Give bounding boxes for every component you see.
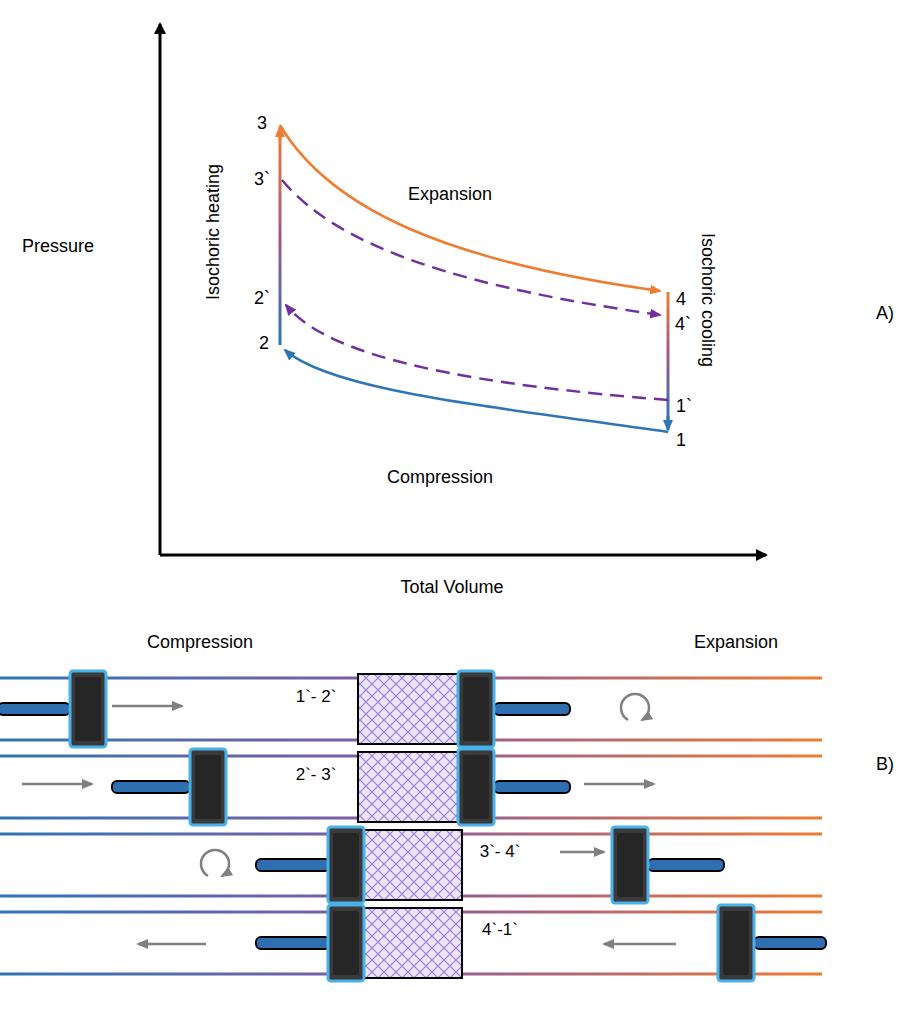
label-text: Pressure [22, 237, 94, 257]
pistons [70, 671, 754, 981]
piston-rods [0, 703, 826, 949]
dashed-cycle [282, 180, 668, 400]
label-text: 2`- 3` [296, 766, 337, 785]
pv-cycle [279, 125, 670, 432]
regenerators [358, 674, 462, 978]
label-text: 2 [259, 334, 269, 354]
label-text: 1`- 2` [296, 688, 337, 707]
label-text: 1` [676, 397, 692, 417]
label-text: Expansion [694, 633, 778, 653]
label-text: 4`-1` [482, 921, 518, 940]
label-text: Expansion [408, 185, 492, 205]
label-text: Compression [387, 468, 493, 488]
label-text: Total Volume [400, 578, 503, 598]
label-text: A) [876, 304, 894, 324]
motion-arrows [22, 694, 676, 944]
label-text: Compression [147, 633, 253, 653]
axes [160, 24, 766, 555]
label-text: 3`- 4` [480, 843, 521, 862]
label-text: Isochoric cooling [697, 233, 717, 367]
label-text: B) [876, 755, 894, 775]
label-text: 4` [675, 315, 691, 335]
label-text: 2` [254, 289, 270, 309]
label-text: Isochoric heating [204, 164, 224, 300]
label-text: 4 [676, 290, 686, 310]
label-text: 3` [254, 170, 270, 190]
label-text: 3 [257, 114, 267, 134]
label-text: 1 [676, 431, 686, 451]
